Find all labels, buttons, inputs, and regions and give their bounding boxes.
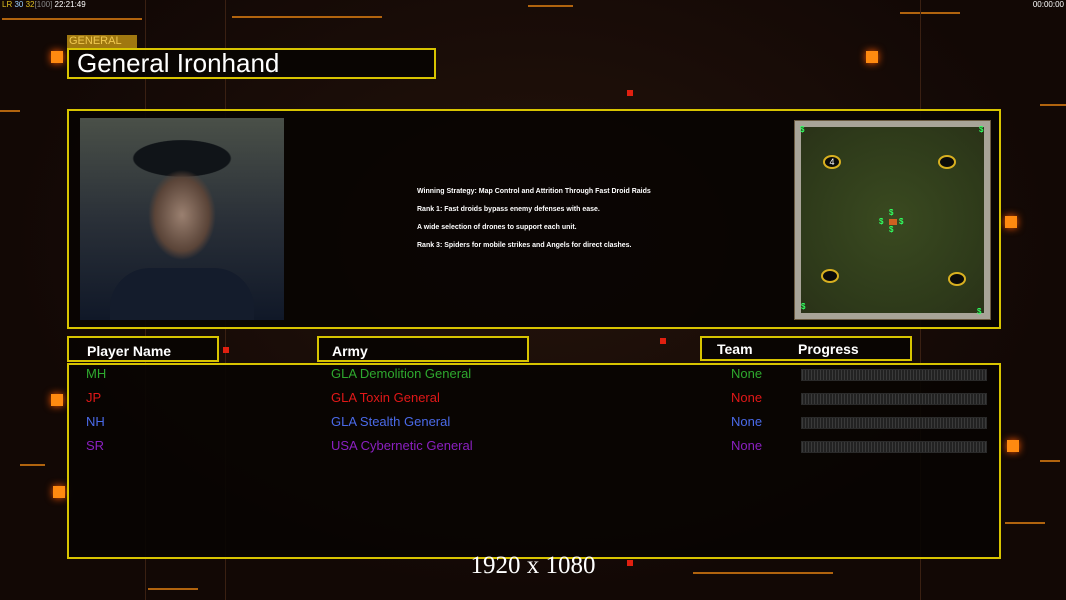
player-row[interactable]: MH GLA Demolition General None [69,366,999,386]
player-row[interactable]: SR USA Cybernetic General None [69,438,999,458]
supply-icon: $ [899,217,904,226]
progress-bar [801,393,987,405]
strategy-line: Winning Strategy: Map Control and Attrit… [417,188,651,195]
header-player-name: Player Name [67,336,219,362]
debug-status: LR 30 32[100] 22:21:49 [2,0,86,9]
supply-icon: $ [889,225,894,234]
resolution-label: 1920 x 1080 [470,552,596,579]
player-name: NH [86,414,105,429]
frame-counter: 32 [25,0,35,9]
progress-bar [801,369,987,381]
supply-icon: $ [977,307,982,316]
clock: 22:21:49 [54,0,86,9]
strategy-line: Rank 3: Spiders for mobile strikes and A… [417,242,632,249]
player-team: None [731,390,763,405]
start-position[interactable] [948,272,966,286]
start-position[interactable] [938,155,956,169]
header-team: Team [717,341,753,357]
player-row[interactable]: NH GLA Stealth General None [69,414,999,434]
oil-derrick-icon [889,219,897,225]
player-army: GLA Demolition General [331,366,472,381]
supply-icon: $ [801,302,806,311]
header-progress: Progress [798,341,859,357]
uniform [110,268,254,320]
game-timer: 00:00:00 [1032,0,1064,9]
player-row[interactable]: JP GLA Toxin General None [69,390,999,410]
supply-icon: $ [979,125,984,134]
player-team: None [731,366,763,381]
general-tag: GENERAL [67,35,137,48]
player-army: GLA Toxin General [331,390,440,405]
player-name: JP [86,390,102,405]
supply-icon: $ [889,208,894,217]
player-army: USA Cybernetic General [331,438,473,453]
status-prefix: LR [2,0,13,9]
supply-icon: $ [800,125,805,134]
frame-limit: [100] [34,0,53,9]
general-portrait [80,118,284,320]
strategy-line: Rank 1: Fast droids bypass enemy defense… [417,206,600,213]
player-name: SR [86,438,105,453]
map-preview[interactable]: 4 $ $ $ $ $ $ $ $ [794,120,991,320]
header-team-progress: Team Progress [700,336,912,361]
start-position[interactable] [821,269,839,283]
player-name: MH [86,366,107,381]
player-list: MH GLA Demolition General None JP GLA To… [67,363,1001,559]
player-army: GLA Stealth General [331,414,451,429]
header-army: Army [317,336,529,362]
start-position-4[interactable]: 4 [823,155,841,169]
supply-icon: $ [879,217,884,226]
player-team: None [731,414,763,429]
progress-bar [801,417,987,429]
strategy-line: A wide selection of drones to support ea… [417,224,577,231]
general-name-title: General Ironhand [67,48,436,79]
progress-bar [801,441,987,453]
fps-counter: 30 [14,0,24,9]
player-team: None [731,438,763,453]
